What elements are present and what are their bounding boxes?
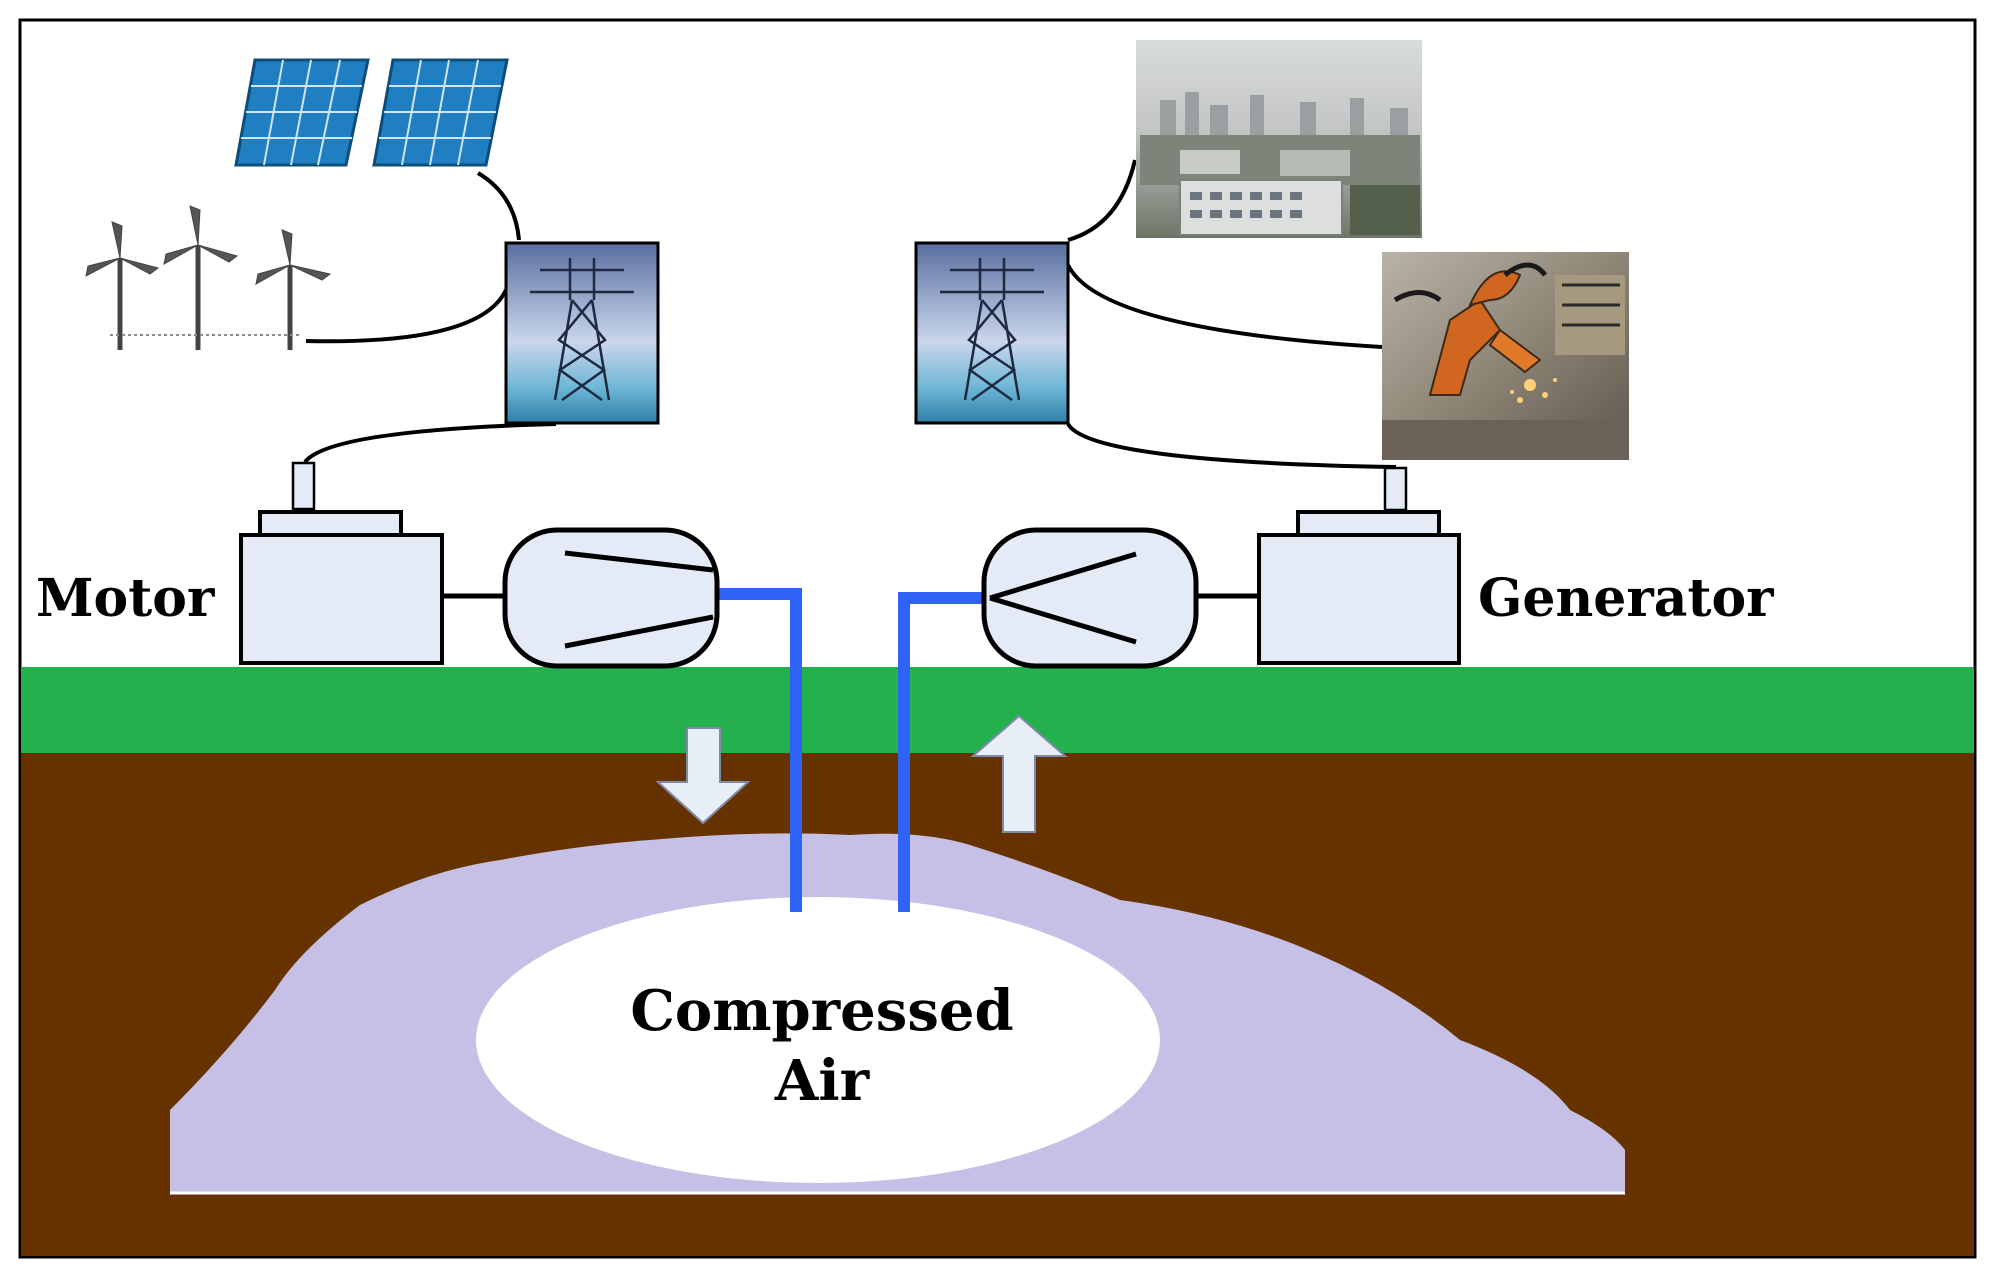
- air-label: Air: [774, 1048, 871, 1114]
- wire-pylon-to-motor: [303, 422, 557, 464]
- solar-panel-icon: [234, 58, 509, 167]
- city-skyline-photo: [1136, 40, 1422, 238]
- transmission-tower-icon: [914, 241, 1070, 425]
- compressor: [502, 527, 720, 669]
- up-arrow-icon: [970, 714, 1068, 833]
- wire-pylon-to-generator: [1066, 422, 1397, 469]
- generator-label: Generator: [1478, 568, 1774, 629]
- industrial-robot-photo: [1382, 252, 1629, 460]
- wire-city-to-pylon: [1067, 159, 1137, 242]
- inlet-pipe: [708, 588, 802, 912]
- generator-assembly: [1196, 466, 1461, 665]
- motor-label: Motor: [36, 568, 215, 629]
- outlet-pipe: [898, 592, 989, 912]
- compressed-air-label: Compressed: [630, 978, 1013, 1044]
- wire-industry-to-pylon: [1066, 264, 1383, 349]
- wire-solar-to-pylon: [476, 171, 521, 241]
- wind-turbine-icon: [85, 205, 332, 350]
- motor-assembly: [239, 461, 505, 665]
- expander-turbine: [981, 527, 1199, 669]
- down-arrow-icon: [655, 727, 751, 825]
- transmission-tower-icon: [504, 241, 660, 425]
- wire-wind-to-pylon: [305, 289, 508, 344]
- compressed-air-zone: [476, 897, 1160, 1183]
